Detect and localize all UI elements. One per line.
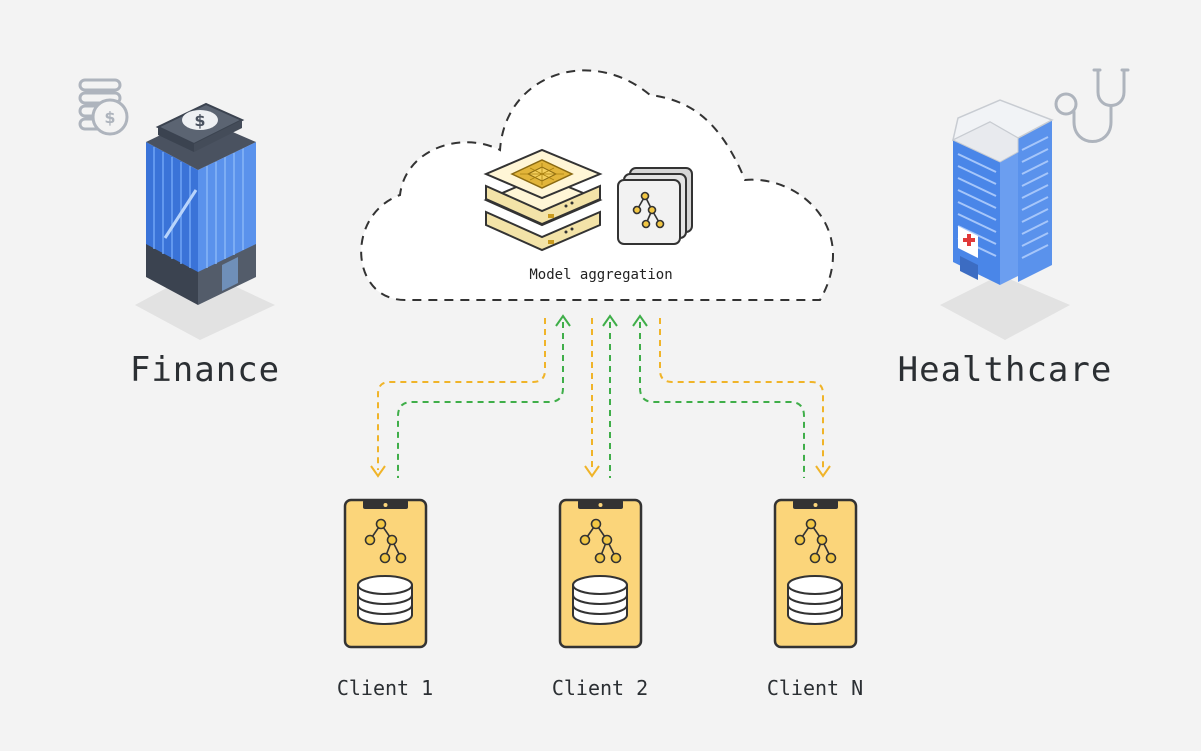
download-arrowheads — [370, 465, 831, 478]
client-device-2[interactable] — [558, 498, 643, 649]
svg-text:$: $ — [194, 111, 205, 130]
finance-building-icon: $ — [135, 102, 275, 340]
model-tree-icon — [364, 518, 407, 564]
healthcare-label: Healthcare — [897, 350, 1113, 390]
database-icon — [357, 575, 413, 625]
database-icon — [787, 575, 843, 625]
finance-label: Finance — [129, 350, 281, 390]
coins-dollar-icon: $ — [78, 78, 129, 136]
client-n-label: Client N — [766, 676, 864, 700]
stethoscope-icon — [1054, 68, 1130, 143]
model-tree-icon — [579, 518, 622, 564]
database-icon — [572, 575, 628, 625]
cloud — [360, 69, 834, 301]
model-aggregation-label: Model aggregation — [529, 267, 673, 283]
svg-text:$: $ — [104, 108, 115, 127]
upload-arrows — [397, 322, 805, 478]
model-tree-stack-icon — [617, 167, 693, 245]
server-chip-icon — [483, 148, 603, 252]
client-device-n[interactable] — [773, 498, 858, 649]
client-2-label: Client 2 — [551, 676, 649, 700]
model-tree-icon — [794, 518, 837, 564]
upload-arrowheads — [555, 314, 648, 327]
download-arrows — [377, 318, 824, 470]
hospital-building-icon — [940, 99, 1070, 340]
client-1-label: Client 1 — [336, 676, 434, 700]
client-device-1[interactable] — [343, 498, 428, 649]
